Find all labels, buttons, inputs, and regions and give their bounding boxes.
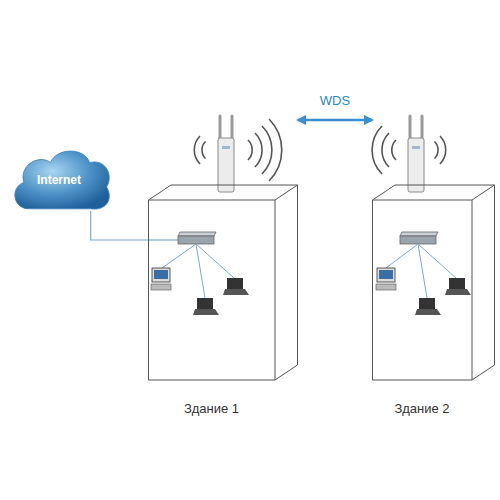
lan-wire [386, 244, 418, 268]
system-unit [151, 284, 171, 290]
building-roof [373, 185, 495, 200]
cloud-shape [15, 151, 109, 209]
laptop [445, 278, 471, 295]
node-label: Здание 2 [394, 401, 449, 416]
screen [154, 270, 168, 279]
building-prism [149, 185, 298, 380]
laptop-base [415, 309, 441, 315]
network-cable [91, 211, 148, 240]
radio-wave [194, 136, 200, 164]
antenna-rod [421, 116, 424, 140]
radio-wave [392, 140, 396, 160]
node-label: Здание 1 [184, 401, 239, 416]
switch [400, 232, 438, 244]
access-point [408, 116, 424, 192]
laptop-base [193, 309, 219, 315]
radio-wave [202, 142, 206, 159]
wds-link [298, 119, 372, 122]
building-outline [148, 90, 298, 422]
radio-wave [372, 126, 382, 174]
radio-wave [248, 140, 252, 160]
screen [379, 270, 393, 279]
switch-front [178, 236, 214, 244]
radio-wave [269, 119, 282, 181]
building-side [275, 185, 298, 380]
internet-cloud: Internet [8, 145, 114, 211]
monitor [152, 268, 170, 282]
access-point-body [408, 138, 424, 192]
uplink-wire [148, 239, 178, 240]
building: Здание 2 [372, 90, 495, 422]
switch-front [400, 236, 436, 244]
radio-wave [440, 136, 446, 164]
access-point-led [222, 146, 230, 149]
lan-wire [162, 244, 196, 268]
laptop [415, 298, 441, 315]
building-outline [372, 90, 495, 422]
building-side [472, 185, 495, 380]
laptop [223, 278, 249, 295]
building-front [373, 200, 473, 380]
laptop-base [445, 289, 471, 295]
switch [178, 232, 216, 244]
laptop-screen [419, 298, 435, 309]
link-label: WDS [317, 93, 353, 108]
laptop-screen [227, 278, 243, 289]
radio-waves [372, 126, 446, 174]
building-prism [373, 185, 495, 380]
lan-wires [162, 244, 234, 298]
laptop [193, 298, 219, 315]
lan-wires [386, 244, 456, 298]
monitor [377, 268, 395, 282]
building-front [149, 200, 276, 380]
antenna-rod [219, 116, 222, 140]
radio-wave [262, 126, 272, 174]
antenna-rod [231, 116, 234, 140]
node-label: Internet [37, 173, 81, 187]
lan-wire [196, 244, 205, 298]
switch-top [178, 232, 216, 236]
building: Здание 1 [148, 90, 298, 422]
laptop-base [223, 289, 249, 295]
radio-wave [382, 133, 389, 167]
access-point-body [218, 138, 234, 192]
lan-wire [418, 244, 456, 278]
laptop-screen [449, 278, 465, 289]
radio-wave [255, 133, 262, 167]
antenna-rod [409, 116, 412, 140]
switch-top [400, 232, 438, 236]
desktop-computer [151, 268, 171, 290]
lan-wire [196, 244, 234, 278]
system-unit [376, 284, 396, 290]
access-point-led [412, 146, 420, 149]
access-point [218, 116, 234, 192]
desktop-computer [376, 268, 396, 290]
building-roof [149, 185, 298, 200]
radio-waves [194, 119, 281, 181]
laptop-screen [197, 298, 213, 309]
lan-wire [418, 244, 427, 298]
radio-wave [435, 142, 439, 159]
